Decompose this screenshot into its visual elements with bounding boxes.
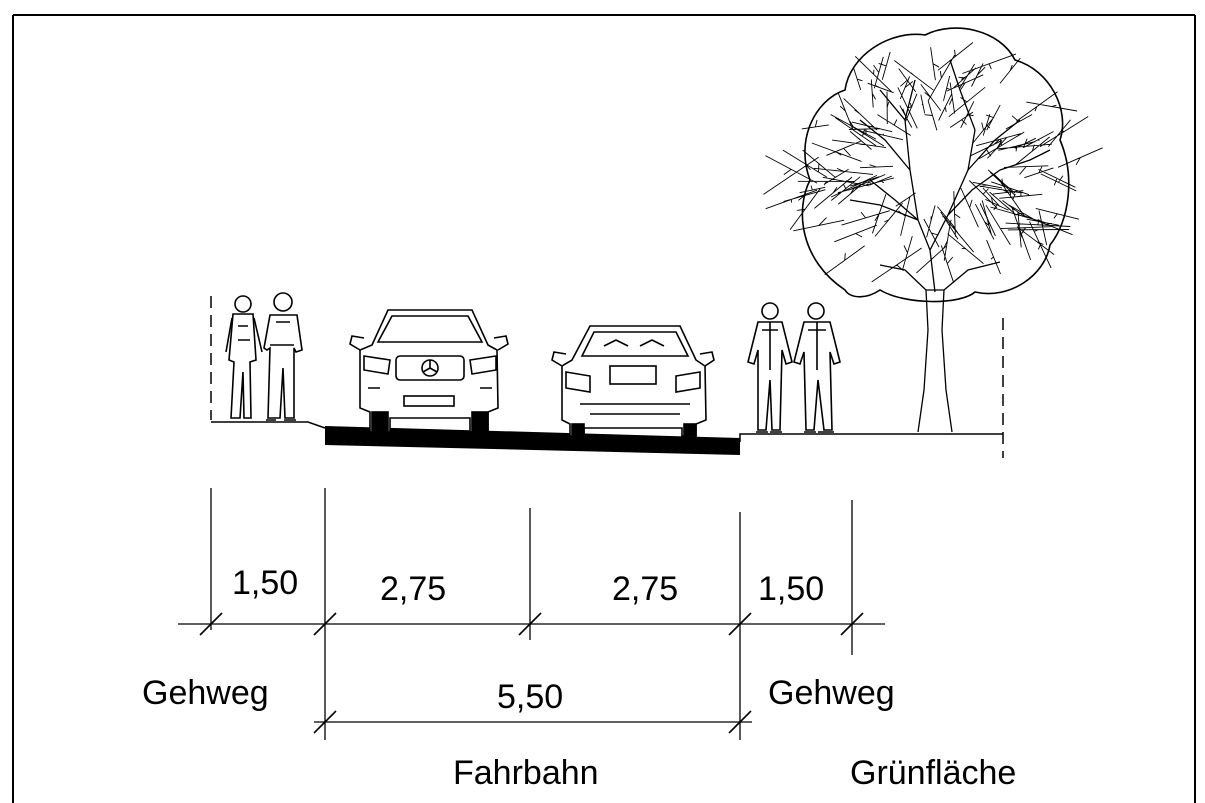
label-carriageway: Fahrbahn	[453, 754, 599, 792]
dimension-sidewalk-left: 1,50	[232, 564, 299, 602]
dimension-lines	[178, 488, 885, 740]
dimension-carriageway-total: 5,50	[497, 678, 564, 716]
label-green-area: Grünfläche	[850, 754, 1017, 792]
car-rear-view	[551, 325, 715, 437]
road-surface	[325, 426, 740, 455]
pedestrian-couple-right	[747, 302, 841, 433]
dimension-lane-2: 2,75	[612, 570, 679, 608]
dimension-lane-1: 2,75	[380, 570, 447, 608]
car-front-view	[349, 309, 509, 433]
tree-twigs	[763, 42, 1103, 283]
dimension-sidewalk-right: 1,50	[758, 570, 825, 608]
tree	[801, 27, 1070, 433]
label-sidewalk-left: Gehweg	[142, 674, 269, 712]
tree-twig-texture	[763, 42, 1103, 283]
frame	[12, 14, 1196, 803]
label-sidewalk-right: Gehweg	[768, 674, 895, 712]
pedestrian-couple-left	[225, 292, 303, 421]
